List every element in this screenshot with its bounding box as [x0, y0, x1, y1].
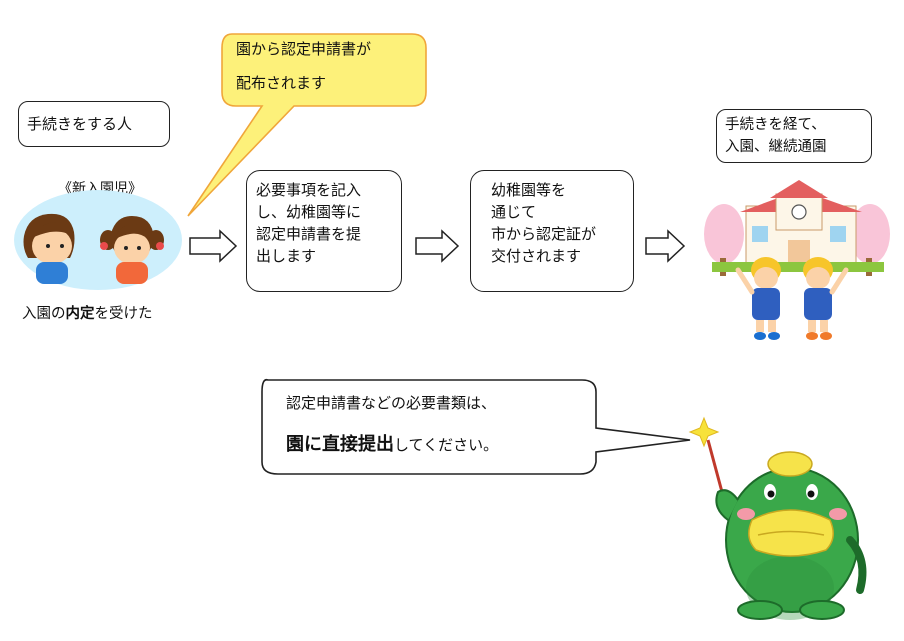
step2-box: 幼稚園等を 通じて 市から認定証が 交付されます [470, 170, 634, 292]
step1-line-1: 必要事項を記入 [256, 181, 362, 199]
step2-line-4: 交付されます [491, 247, 582, 265]
bubble-text-line-1: 園から認定申請書が [236, 40, 372, 58]
naitei-text: 入園の内定を受けた [22, 302, 153, 323]
note-suffix: してください。 [394, 436, 499, 454]
step1-line-3: 認定申請書を提 [256, 225, 362, 243]
naitei-bold: 内定 [65, 306, 95, 322]
naitei-prefix: 入園の [22, 306, 66, 322]
person-box-text: 手続きをする人 [27, 115, 133, 133]
step1-line-4: 出します [256, 247, 317, 265]
result-line-2: 入園、継続通園 [725, 139, 827, 155]
note-line-1: 認定申請書などの必要書類は、 [286, 394, 497, 412]
naitei-suffix: を受けた [94, 306, 153, 322]
step2-line-3: 市から認定証が [491, 225, 597, 243]
step2-line-1: 幼稚園等を [491, 181, 567, 199]
step1-box: 必要事項を記入 し、幼稚園等に 認定申請書を提 出します [246, 170, 402, 292]
result-line-1: 手続きを経て、 [725, 117, 826, 133]
note-bold: 園に直接提出 [286, 434, 394, 455]
bubble-text-line-2: 配布されます [236, 74, 327, 92]
person-box: 手続きをする人 [18, 101, 170, 147]
note-line-2: 園に直接提出してください。 [286, 430, 498, 456]
result-box: 手続きを経て、 入園、継続通園 [716, 109, 872, 163]
step1-line-2: し、幼稚園等に [256, 203, 362, 221]
step2-line-2: 通じて [491, 203, 537, 221]
